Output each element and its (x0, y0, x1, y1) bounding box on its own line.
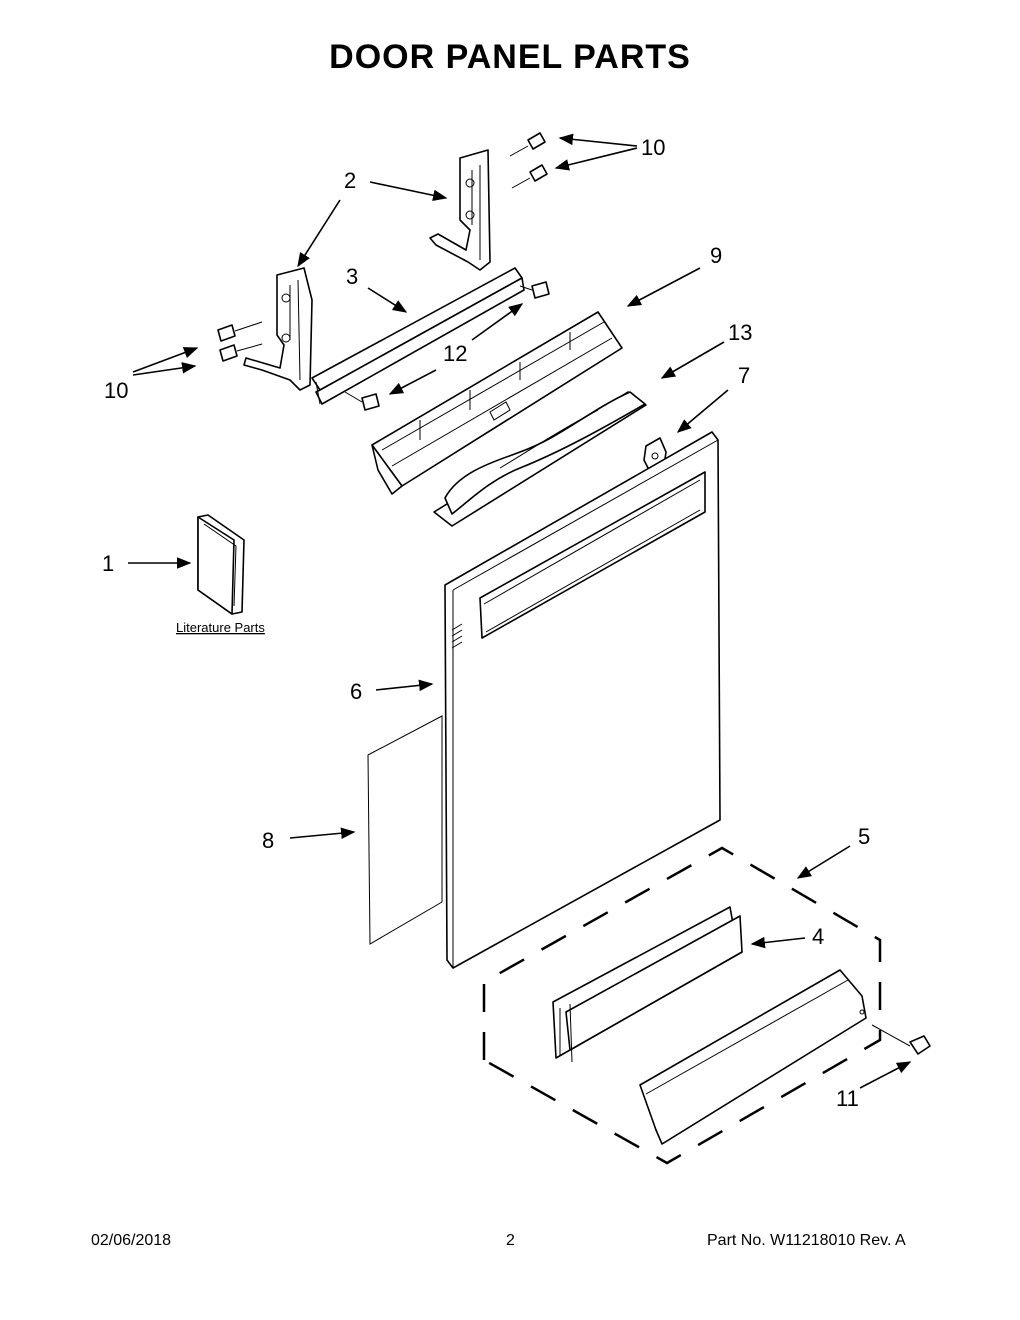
callout-6: 6 (350, 679, 362, 704)
hinge-bracket-lower (243, 267, 313, 391)
toe-panel-screw (871, 1024, 931, 1055)
kit-outline (482, 846, 882, 1165)
callout-8: 8 (262, 828, 274, 853)
leader-lines (128, 133, 912, 1089)
page-title: DOOR PANEL PARTS (329, 38, 691, 76)
callout-labels: 10 2 3 9 13 7 12 10 1 Literature Parts 6… (102, 135, 870, 1111)
handle-housing (371, 311, 623, 495)
callout-4: 4 (812, 924, 824, 949)
callout-13: 13 (728, 320, 752, 345)
screw-lower-a (217, 321, 263, 342)
callout-9: 9 (710, 243, 722, 268)
hinge-bracket-upper (429, 149, 491, 271)
toe-panel-bracket (639, 969, 867, 1145)
callout-5: 5 (858, 824, 870, 849)
callout-10-lower: 10 (104, 378, 128, 403)
door-panel (444, 431, 721, 969)
callout-3: 3 (346, 264, 358, 289)
footer-page-number: 2 (506, 1232, 515, 1249)
screw-upper-b (511, 164, 548, 189)
footer-part-number: Part No. W11218010 Rev. A (707, 1232, 906, 1249)
callout-7: 7 (738, 363, 750, 388)
insulation-sheet (367, 715, 443, 945)
screw-lower-b (219, 343, 263, 362)
door-handle (433, 391, 647, 527)
callout-2: 2 (344, 168, 356, 193)
callout-12: 12 (443, 341, 467, 366)
callout-10-upper: 10 (641, 135, 665, 160)
toe-panel (552, 906, 743, 1063)
callout-1: 1 (102, 551, 114, 576)
screw-rail-right (519, 281, 550, 299)
screw-rail-left (344, 391, 380, 411)
support-rail (311, 267, 525, 405)
screw-upper-a (509, 132, 546, 157)
footer-date: 02/06/2018 (91, 1232, 172, 1249)
callout-11: 11 (836, 1086, 859, 1111)
literature-parts-label: Literature Parts (176, 620, 265, 635)
literature-booklet (197, 514, 245, 615)
